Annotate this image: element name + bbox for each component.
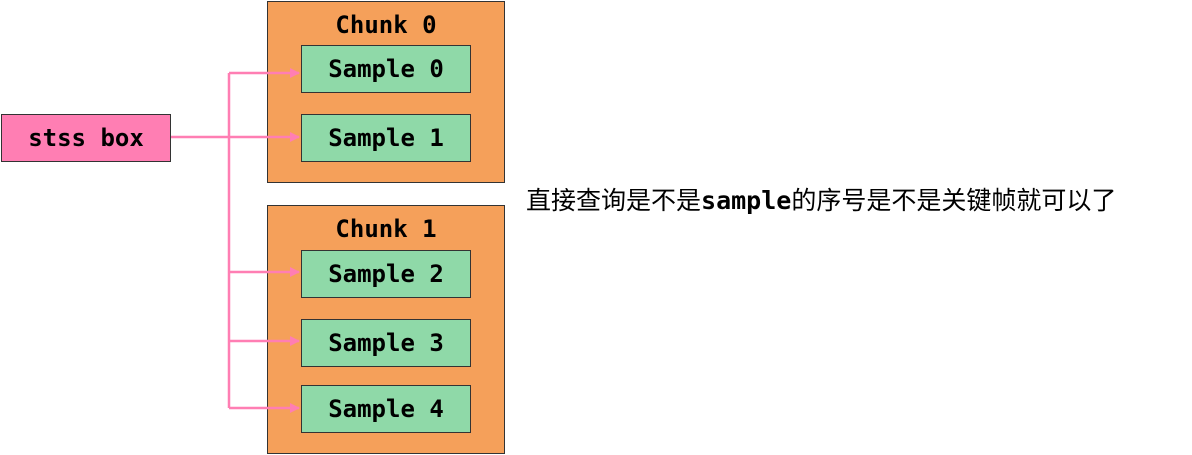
caption-keyword: sample [701,186,792,215]
sample-1: Sample 1 [301,114,471,162]
sample-2: Sample 2 [301,250,471,298]
chunk-0-title: Chunk 0 [335,11,437,39]
caption-text: 直接查询是不是sample的序号是不是关键帧就可以了 [526,183,1116,219]
caption-before: 直接查询是不是 [526,186,702,215]
sample-3: Sample 3 [301,319,471,367]
sample-0: Sample 0 [301,45,471,93]
sample-4: Sample 4 [301,385,471,433]
stss-box: stss box [1,114,171,162]
chunk-1-title: Chunk 1 [335,215,437,243]
caption-after: 的序号是不是关键帧就可以了 [791,186,1117,215]
